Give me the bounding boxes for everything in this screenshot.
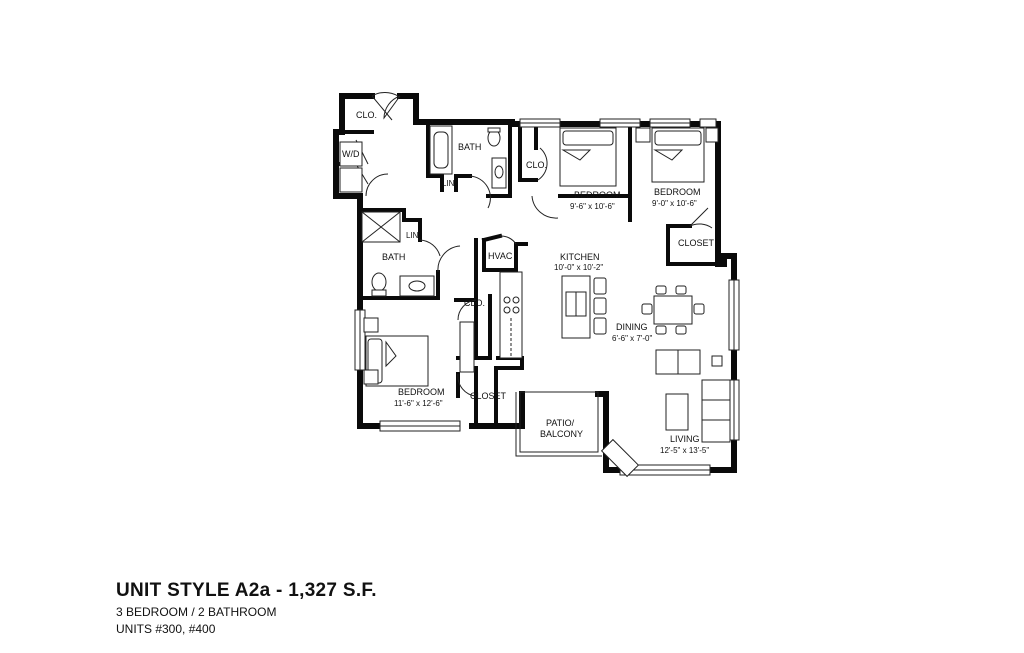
label-bath-top: BATH [458, 142, 481, 152]
unit-title: UNIT STYLE A2a - 1,327 S.F. [116, 580, 377, 601]
label-clo-entry: CLO. [356, 110, 377, 120]
fixtures [339, 125, 731, 478]
label-bedroom-3-dim: 9'-0" x 10'-6" [652, 199, 697, 208]
label-lin-top: LIN [442, 179, 455, 188]
label-closet-left: CLOSET [470, 391, 507, 401]
label-bedroom-2-dim: 9'-6" x 10'-6" [570, 202, 615, 211]
label-kitchen-dim: 10'-0" x 10'-2" [554, 263, 603, 272]
unit-caption: UNIT STYLE A2a - 1,327 S.F. 3 BEDROOM / … [116, 580, 377, 636]
label-kitchen: KITCHEN [560, 252, 600, 262]
label-closet-right: CLOSET [678, 238, 715, 248]
label-living-dim: 12'-5" x 13'-5" [660, 446, 709, 455]
label-lin-mid: LIN. [406, 231, 421, 240]
label-bedroom-3: BEDROOM [654, 187, 701, 197]
label-wd: W/D [342, 149, 360, 159]
label-dining-dim: 6'-6" x 7'-0" [612, 334, 652, 343]
room-labels: CLO. W/D BATH LIN CLO. BEDROOM 9'-6" x 1… [342, 110, 715, 455]
label-balcony: BALCONY [540, 429, 583, 439]
label-patio: PATIO/ [546, 418, 575, 428]
label-bath-left: BATH [382, 252, 405, 262]
label-bedroom-1: BEDROOM [398, 387, 445, 397]
windows [354, 118, 740, 476]
label-dining: DINING [616, 322, 648, 332]
label-bedroom-1-dim: 11'-6" x 12'-6" [394, 399, 443, 408]
unit-bed-bath: 3 BEDROOM / 2 BATHROOM [116, 605, 277, 619]
label-hvac: HVAC [488, 251, 513, 261]
door-swings [355, 92, 713, 397]
label-clo-mid: CLO. [464, 298, 485, 308]
label-clo-top: CLO. [526, 160, 547, 170]
label-bedroom-2: BEDROOM [574, 190, 621, 200]
label-living: LIVING [670, 434, 700, 444]
unit-numbers: UNITS #300, #400 [116, 622, 216, 636]
